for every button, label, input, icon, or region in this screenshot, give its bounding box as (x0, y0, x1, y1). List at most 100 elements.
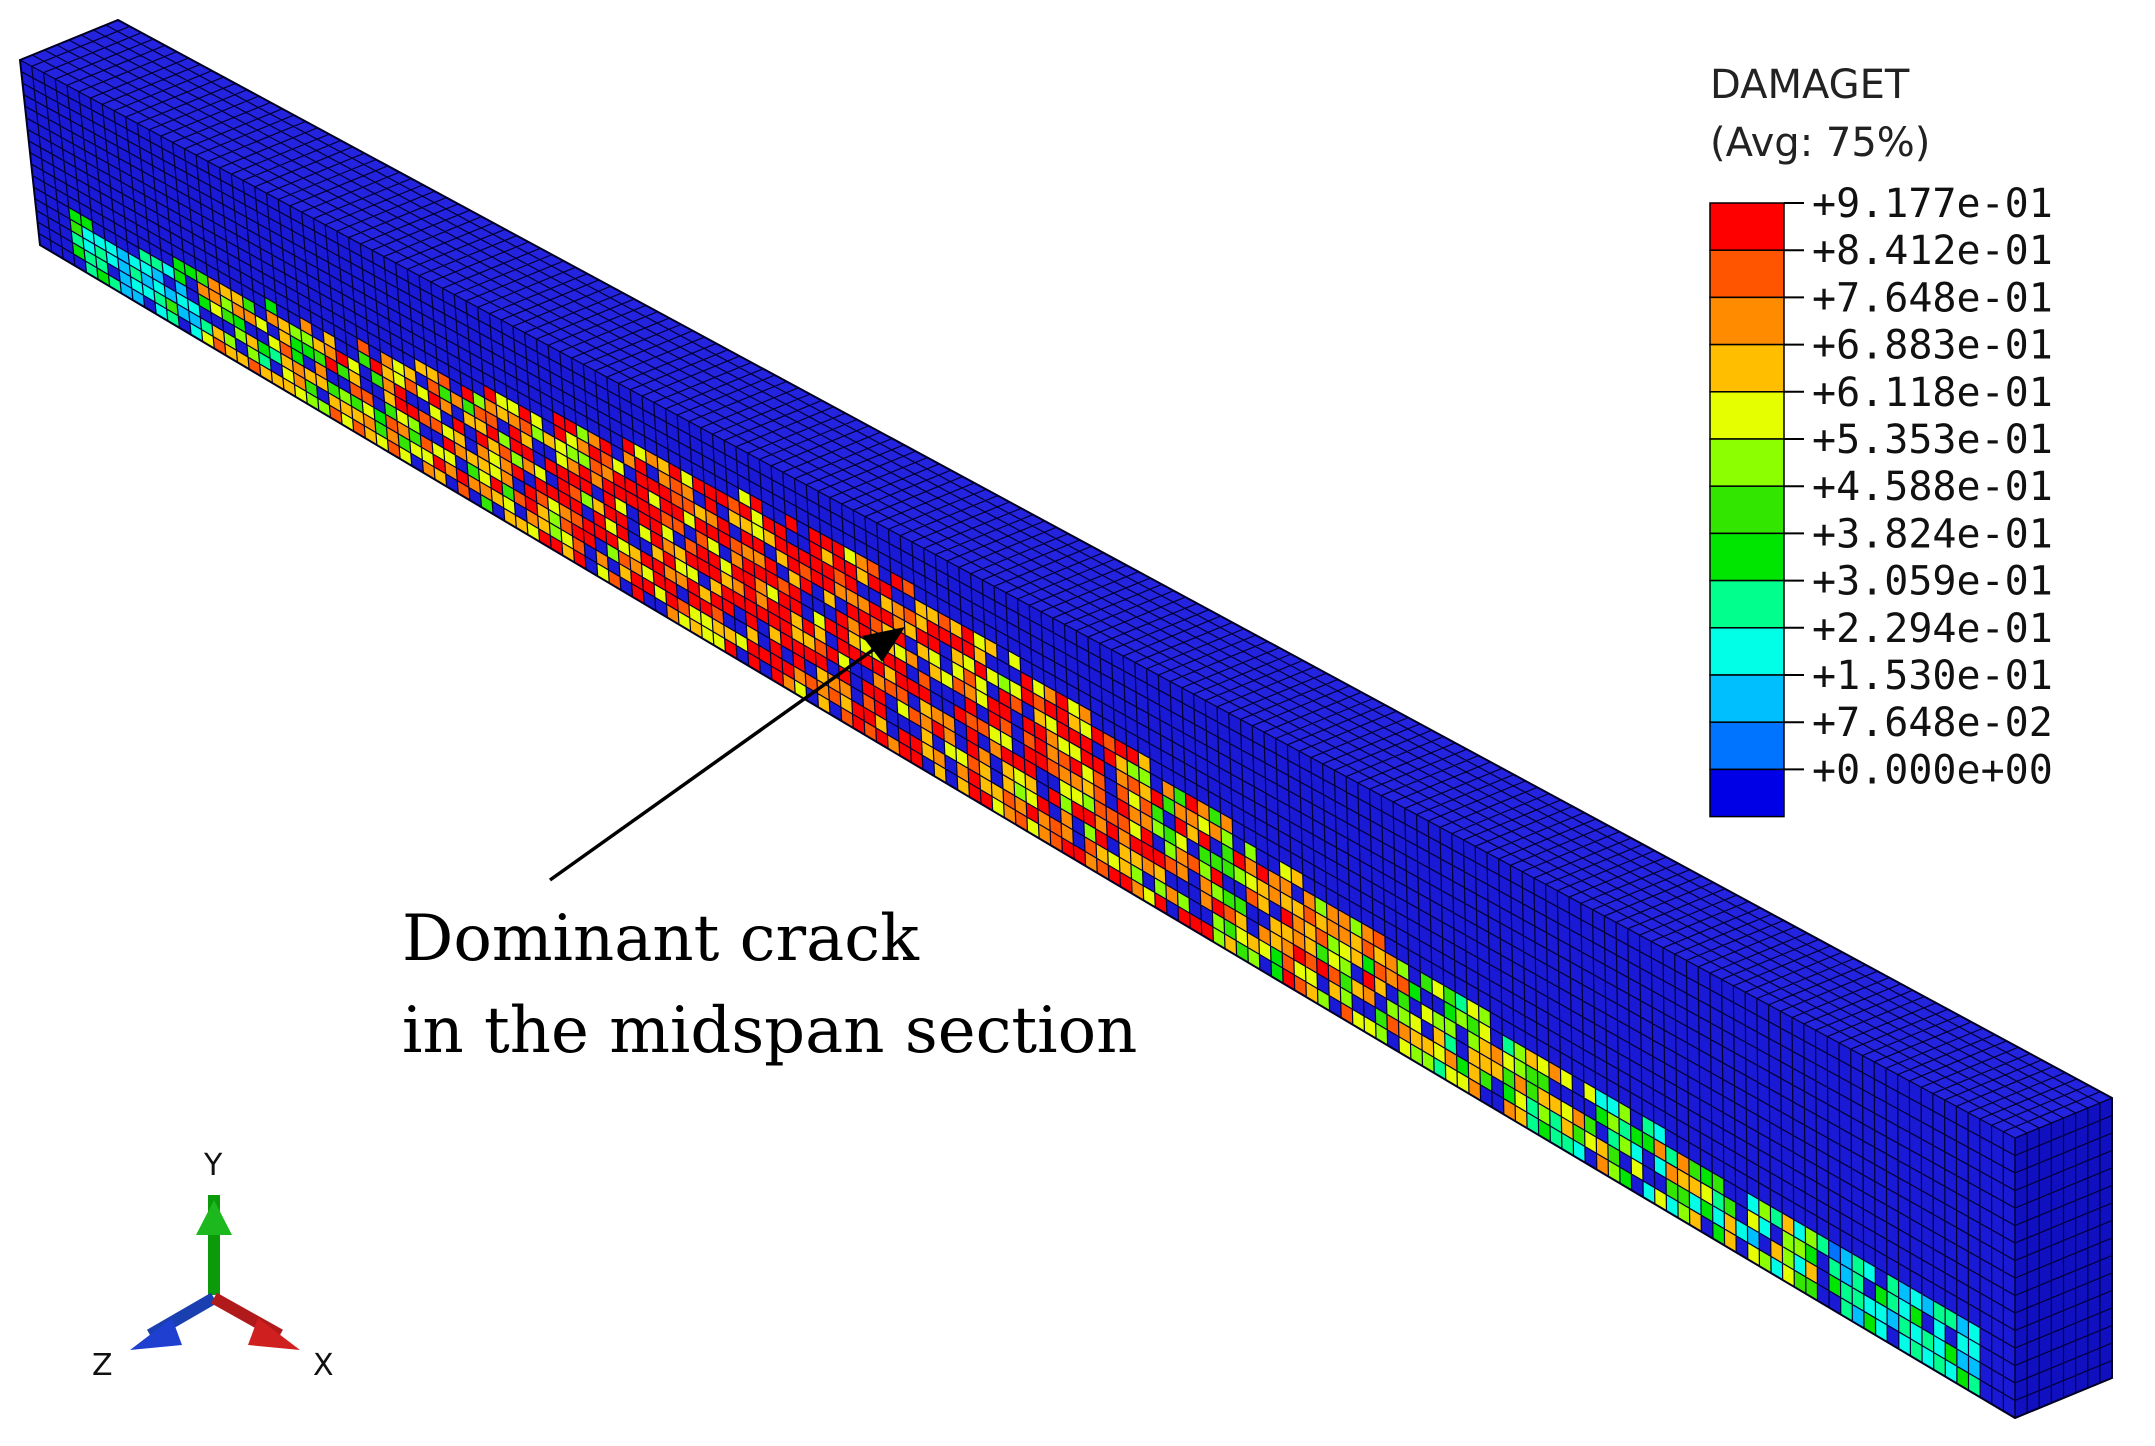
damage-cell (484, 397, 498, 418)
damage-cell (1049, 816, 1062, 838)
damage-cell (1014, 795, 1027, 817)
damage-cell (603, 503, 617, 524)
damage-cell (793, 665, 806, 687)
legend-label: +6.883e-01 (1812, 323, 2053, 369)
damage-cell (896, 699, 910, 720)
crack-annotation: Dominant crack in the midspan section (402, 627, 1137, 1068)
damage-cell (682, 496, 695, 517)
damage-cell (612, 456, 625, 477)
damage-cell (1956, 1314, 1969, 1339)
damage-cell (940, 668, 954, 690)
damage-cell (500, 469, 514, 489)
damage-cell (438, 384, 452, 404)
damage-cell (569, 496, 583, 517)
damage-cell (81, 225, 95, 245)
damage-cell (349, 381, 363, 401)
damage-cell (231, 301, 245, 321)
legend-swatch (1709, 674, 1785, 723)
damage-cell (1061, 822, 1074, 845)
damage-cell (151, 266, 165, 286)
damage-cell (427, 377, 440, 398)
damage-cell (741, 542, 754, 563)
damage-cell (663, 563, 677, 585)
damage-cell (844, 559, 857, 581)
damage-cell (979, 775, 992, 797)
damage-cell (324, 342, 337, 363)
damage-cell (612, 470, 626, 491)
damage-cell (341, 411, 354, 432)
triad-x-arrowhead (248, 1318, 300, 1350)
legend-label: +2.294e-01 (1812, 606, 2053, 652)
contour-legend: DAMAGET (Avg: 75%) +9.177e-01+8.412e-01+… (1709, 62, 2053, 818)
damage-cell (375, 432, 389, 452)
damage-cell (201, 329, 215, 349)
triad-y-label: Y (203, 1148, 223, 1183)
damage-cell (325, 355, 338, 375)
damage-cell (338, 386, 352, 407)
damage-cell (600, 450, 613, 471)
damage-cell (596, 562, 610, 584)
top-mesh (19, 19, 2113, 1139)
damage-cell (909, 734, 923, 756)
damage-cell (164, 285, 178, 304)
damage-cell (487, 436, 500, 457)
legend-label: +9.177e-01 (1812, 181, 2053, 227)
damage-cell (1828, 1273, 1841, 1298)
damage-cell (579, 476, 593, 497)
damage-cell (1851, 1253, 1864, 1278)
damage-cell (207, 275, 221, 295)
damage-cell (357, 350, 371, 370)
damage-cell (443, 448, 457, 468)
damage-cell (141, 271, 154, 291)
damage-cell (68, 207, 82, 226)
damage-cell (1026, 802, 1039, 824)
damage-cell (847, 615, 860, 637)
damage-cell (521, 443, 534, 464)
damage-cell (966, 739, 980, 761)
damage-cell (1805, 1226, 1818, 1250)
damage-cell (952, 675, 965, 697)
damage-cell (303, 366, 317, 386)
damage-cell (350, 393, 364, 414)
damage-cell (116, 246, 130, 265)
damage-cell (1921, 1293, 1934, 1318)
damage-cell (131, 288, 145, 308)
damage-cell (650, 530, 664, 551)
damage-cell (1863, 1260, 1876, 1284)
damage-cell (791, 624, 804, 645)
damage-cell (989, 738, 1002, 760)
damage-cell (619, 563, 632, 584)
damage-cell (816, 679, 830, 701)
damage-cell (815, 651, 828, 673)
damage-cell (209, 300, 223, 320)
damage-cell (898, 727, 911, 749)
damage-cell (329, 405, 343, 425)
damage-cell (142, 283, 155, 303)
damage-cell (1898, 1297, 1911, 1322)
annotation-line-1: Dominant crack (402, 902, 920, 976)
damage-cell (230, 289, 244, 309)
damage-cell (931, 705, 944, 727)
damage-cell (810, 554, 823, 575)
damage-cell (328, 392, 341, 412)
damage-cell (769, 638, 782, 660)
damage-cell (1956, 1331, 1969, 1356)
damage-cell (681, 482, 694, 503)
damage-cell (1910, 1321, 1922, 1346)
damage-cell (604, 516, 618, 537)
damage-cell (496, 404, 509, 424)
damage-cell (785, 513, 798, 534)
damage-cell (524, 482, 537, 503)
damage-cell (855, 552, 868, 573)
damage-cell (631, 583, 645, 604)
damage-cell (728, 508, 741, 529)
annotation-arrow-head (862, 627, 905, 662)
damage-cell (595, 549, 609, 570)
damage-cell (477, 455, 491, 476)
damage-cell (809, 540, 822, 561)
damage-cell (568, 483, 582, 504)
legend-swatch (1709, 721, 1785, 771)
damage-cell (743, 583, 757, 605)
damage-cell (1805, 1260, 1818, 1284)
damage-cell (280, 353, 294, 373)
